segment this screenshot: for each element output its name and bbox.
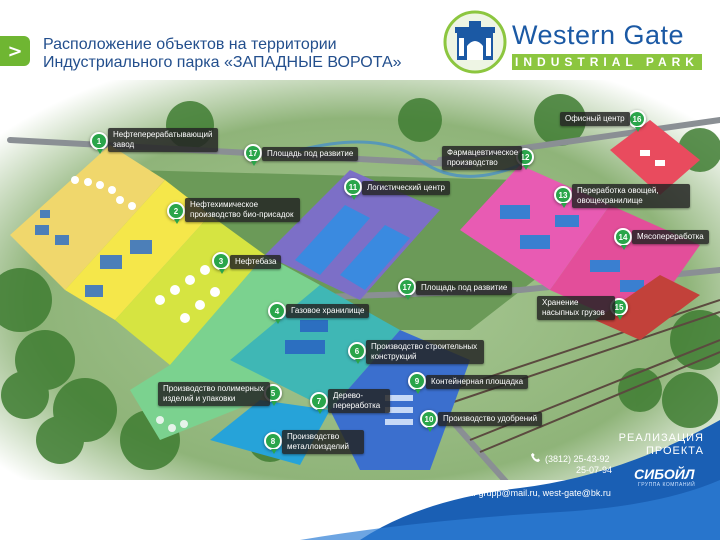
object-label[interactable]: Дерево-переработка bbox=[328, 389, 390, 413]
phone-number-1[interactable]: (3812) 25-43-92 bbox=[545, 454, 610, 464]
arch-gate-logo-icon bbox=[443, 10, 507, 74]
zone-oil-refinery bbox=[10, 145, 165, 290]
object-label[interactable]: Производство металлоизделий bbox=[282, 430, 364, 454]
map-pin-icon[interactable]: 17 bbox=[398, 278, 416, 300]
footer-wave bbox=[300, 420, 720, 540]
nav-arrow-button[interactable]: > bbox=[0, 36, 30, 66]
object-label[interactable]: Офисный центр bbox=[560, 112, 630, 126]
object-label[interactable]: Площадь под развитие bbox=[262, 147, 359, 161]
map-pin-icon[interactable]: 17 bbox=[244, 144, 262, 166]
sales-label-line1: РЕАЛИЗАЦИЯ bbox=[618, 432, 704, 444]
phone-icon bbox=[530, 452, 541, 463]
map-pin-icon[interactable]: 14 bbox=[614, 228, 632, 250]
object-label[interactable]: Мясопереработка bbox=[632, 230, 709, 244]
map-pin-icon[interactable]: 16 bbox=[628, 110, 646, 132]
company-logo-text: СИБОЙЛ bbox=[634, 466, 695, 482]
company-logo-subtitle: ГРУППА КОМПАНИЙ bbox=[638, 482, 696, 488]
object-label[interactable]: Производство строительных конструкций bbox=[366, 340, 484, 364]
object-label[interactable]: Логистический центр bbox=[362, 181, 450, 195]
zone-office bbox=[610, 120, 700, 195]
email-icon bbox=[440, 488, 451, 499]
phone-number-2[interactable]: 25-07-94 bbox=[576, 465, 613, 475]
brand-name: Western Gate bbox=[512, 20, 685, 50]
object-label[interactable]: Переработка овощей, овощехранилище bbox=[572, 184, 690, 208]
email-addresses[interactable]: siboil-grupp@mail.ru, west-gate@bk.ru bbox=[455, 488, 611, 498]
sales-label-line2: ПРОЕКТА bbox=[646, 445, 704, 457]
object-label[interactable]: Нефтебаза bbox=[230, 255, 282, 269]
page-title-line2: Индустриального парка «ЗАПАДНЫЕ ВОРОТА» bbox=[43, 54, 402, 71]
object-label[interactable]: Производство удобрений bbox=[438, 412, 543, 426]
zone-logistics bbox=[265, 170, 440, 300]
map-pin-icon[interactable]: 4 bbox=[268, 302, 286, 324]
map-pin-icon[interactable]: 3 bbox=[212, 252, 230, 274]
map-pin-icon[interactable]: 11 bbox=[344, 178, 362, 200]
zone-oil-depot bbox=[115, 215, 265, 365]
map-pin-icon[interactable]: 1 bbox=[90, 132, 108, 154]
map-pin-icon[interactable]: 2 bbox=[167, 202, 185, 224]
object-label[interactable]: Газовое хранилище bbox=[286, 304, 370, 318]
river bbox=[299, 140, 521, 178]
map-pin-icon[interactable]: 8 bbox=[264, 432, 282, 454]
object-label[interactable]: Контейнерная площадка bbox=[426, 375, 529, 389]
object-label[interactable]: Хранение насыпных грузов bbox=[537, 296, 615, 320]
object-label[interactable]: Нефтеперерабатывающий завод bbox=[108, 128, 218, 152]
map-pin-icon[interactable]: 13 bbox=[554, 186, 572, 208]
object-label[interactable]: Фармацевтическое производство bbox=[442, 146, 522, 170]
page-title-line1: Расположение объектов на территории bbox=[43, 36, 337, 53]
map-pin-icon[interactable]: 7 bbox=[310, 392, 328, 414]
zone-containers-fertilizer bbox=[330, 330, 470, 470]
map-pin-icon[interactable]: 10 bbox=[420, 410, 438, 432]
map-pin-icon[interactable]: 9 bbox=[408, 372, 426, 394]
object-label[interactable]: Площадь под развитие bbox=[416, 281, 513, 295]
map-pin-icon[interactable]: 6 bbox=[348, 342, 366, 364]
object-label[interactable]: Производство полимерных изделий и упаков… bbox=[158, 382, 270, 406]
object-label[interactable]: Нефтехимическое производство био-присадо… bbox=[185, 198, 300, 222]
brand-tagline: INDUSTRIAL PARK bbox=[512, 54, 702, 70]
